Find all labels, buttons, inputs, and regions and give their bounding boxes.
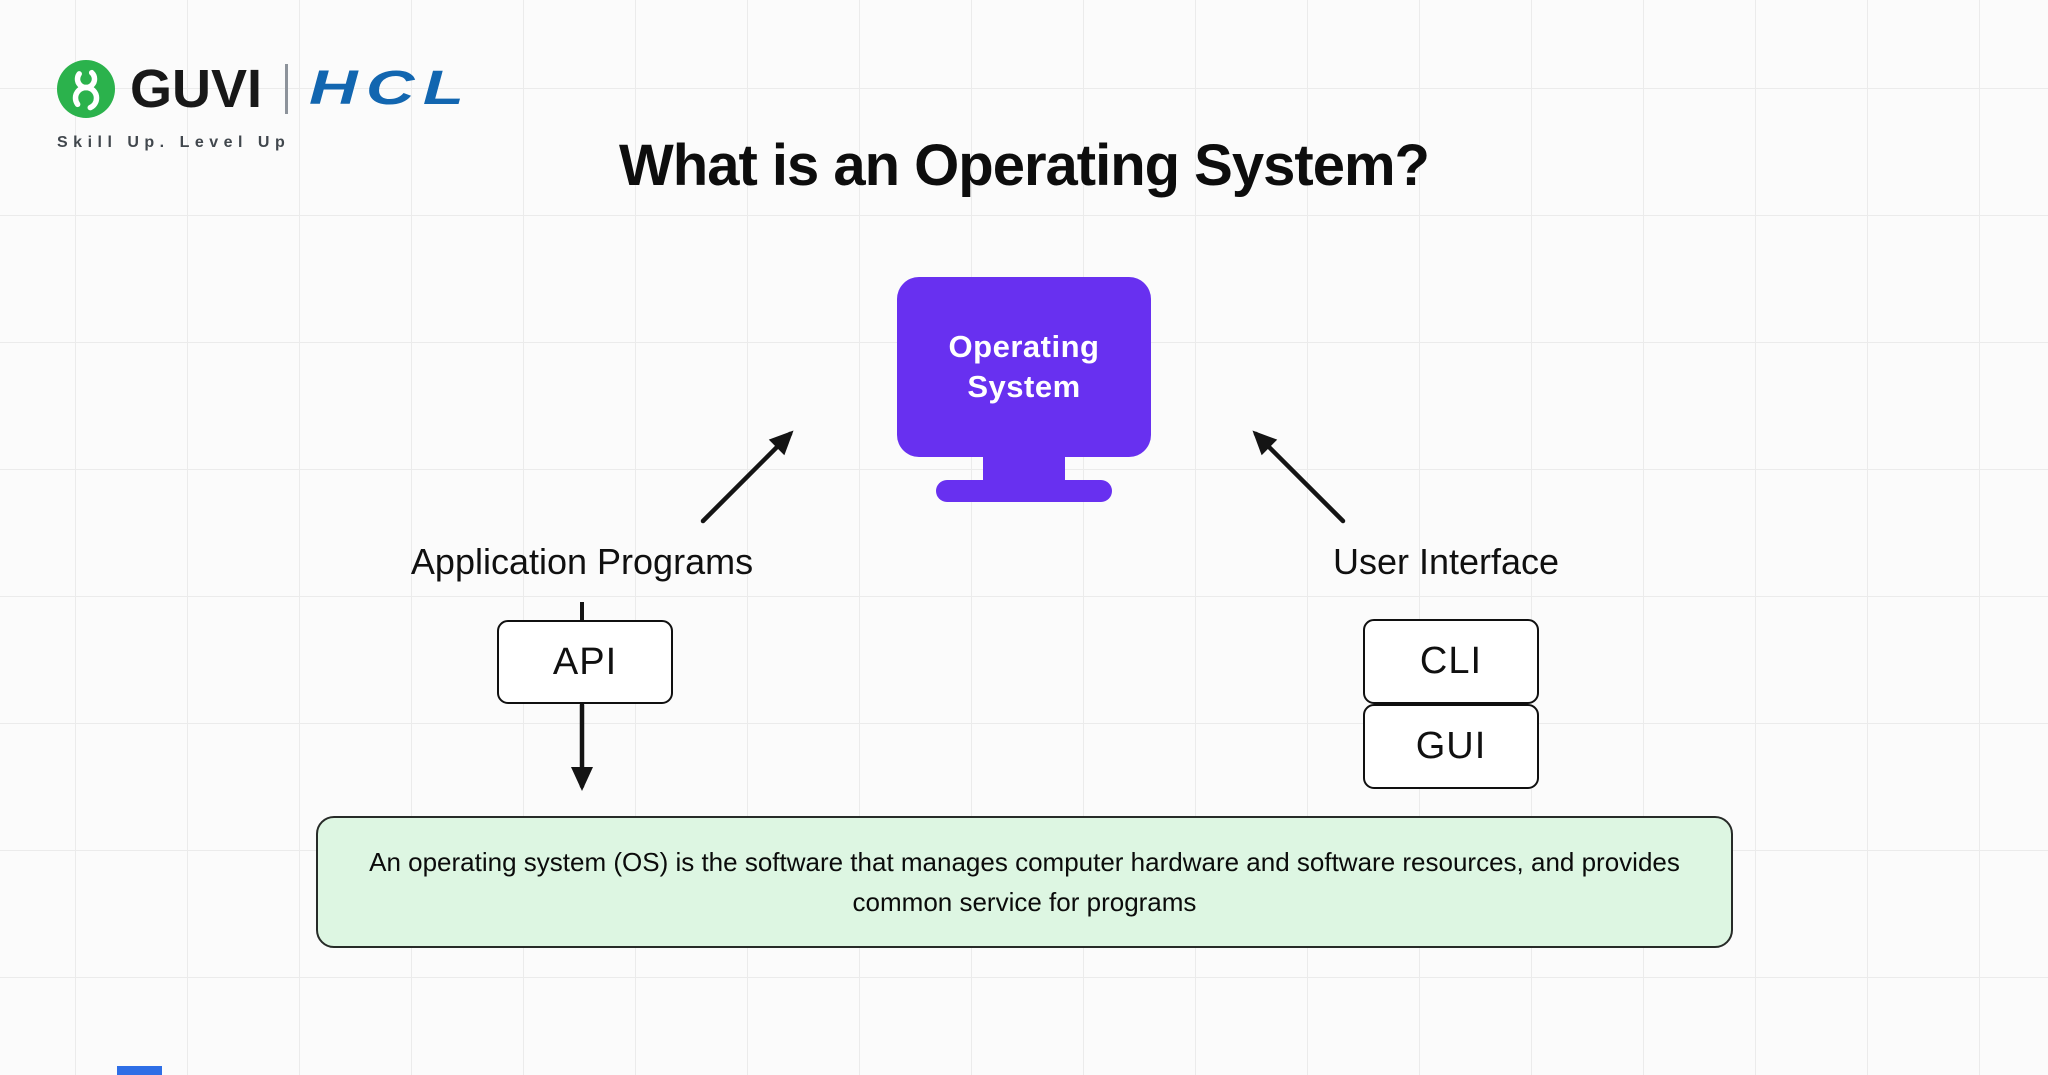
os-definition-panel: An operating system (OS) is the software… xyxy=(316,816,1733,948)
guvi-g-glyph xyxy=(72,67,100,111)
brand-tagline: Skill Up. Level Up xyxy=(57,134,291,151)
os-monitor-base xyxy=(936,480,1112,502)
bottom-left-blue-fragment xyxy=(117,1066,162,1075)
os-label-line2: System xyxy=(967,369,1081,404)
logo-divider xyxy=(285,64,289,114)
guvi-wordmark: GUVI xyxy=(130,59,263,119)
arrow-applications-to-os xyxy=(700,430,794,524)
gui-node-box: GUI xyxy=(1363,704,1539,789)
guvi-logo-icon xyxy=(57,60,115,118)
hcl-wordmark: HCL xyxy=(309,62,473,115)
brand-logo-group: GUVI HCL Skill Up. Level Up xyxy=(57,59,464,152)
definition-text-line2: common service for programs xyxy=(852,887,1197,917)
page-title: What is an Operating System? xyxy=(619,133,1430,198)
definition-text-line1: An operating system (OS) is the software… xyxy=(369,847,1680,877)
api-node-box: API xyxy=(497,620,673,704)
arrow-ui-to-os xyxy=(1252,430,1346,524)
os-label-line1: Operating xyxy=(948,329,1100,364)
os-monitor-screen: Operating System xyxy=(897,277,1151,457)
cli-node-box: CLI xyxy=(1363,619,1539,704)
user-interface-label: User Interface xyxy=(1332,541,1560,582)
os-monitor-stand xyxy=(983,456,1065,483)
application-programs-label: Application Programs xyxy=(410,541,754,582)
